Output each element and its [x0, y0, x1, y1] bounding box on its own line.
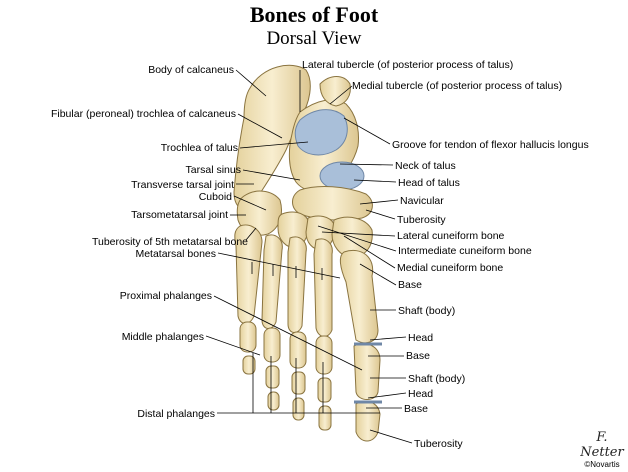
label-neck-of-talus: Neck of talus	[395, 160, 456, 172]
label-head-metatarsal: Head	[408, 332, 434, 344]
label-lateral-tubercle: Lateral tubercle (of posterior process o…	[302, 59, 514, 71]
label-base-distal: Base	[404, 403, 428, 415]
publisher-credit: ©Novartis	[584, 460, 620, 469]
label-metatarsal-bones: Metatarsal bones	[135, 248, 216, 260]
artist-signature: F. Netter	[580, 430, 624, 460]
leader-lines	[205, 69, 413, 444]
label-trochlea-of-talus: Trochlea of talus	[160, 142, 238, 154]
navicular-bone	[292, 186, 373, 221]
label-intermediate-cuneiform: Intermediate cuneiform bone	[398, 245, 532, 257]
label-tarsometatarsal-joint: Tarsometatarsal joint	[131, 209, 228, 221]
talus-bone	[288, 76, 365, 192]
label-tuberosity-5th-metatarsal: Tuberosity of 5th metatarsal bone	[91, 236, 248, 248]
label-tuberosity-distal: Tuberosity	[414, 438, 463, 450]
label-transverse-tarsal-joint: Transverse tarsal joint	[131, 179, 234, 191]
label-distal-phalanges: Distal phalanges	[137, 408, 215, 420]
label-middle-phalanges: Middle phalanges	[121, 331, 204, 343]
label-cuboid: Cuboid	[198, 191, 232, 203]
label-base-metatarsal: Base	[398, 279, 422, 291]
label-tarsal-sinus: Tarsal sinus	[185, 164, 241, 176]
credit-block: F. Netter ©Novartis	[580, 430, 624, 469]
label-head-of-talus: Head of talus	[398, 177, 460, 189]
label-navicular: Navicular	[400, 195, 444, 207]
label-groove-fhl: Groove for tendon of flexor hallucis lon…	[392, 139, 589, 151]
phalanges	[239, 321, 382, 442]
label-lateral-cuneiform: Lateral cuneiform bone	[397, 230, 505, 242]
label-medial-tubercle: Medial tubercle (of posterior process of…	[352, 80, 563, 92]
label-shaft-metatarsal: Shaft (body)	[398, 305, 456, 317]
label-base-proximal: Base	[406, 350, 430, 362]
figure-subtitle: Dorsal View	[266, 28, 362, 49]
label-body-of-calcaneus: Body of calcaneus	[148, 64, 234, 76]
metatarsal-bones	[234, 224, 379, 344]
label-shaft-proximal: Shaft (body)	[408, 373, 466, 385]
label-fibular-trochlea: Fibular (peroneal) trochlea of calcaneus	[50, 108, 236, 120]
figure-title: Bones of Foot	[249, 2, 379, 27]
label-head-proximal: Head	[408, 388, 434, 400]
label-tuberosity-navicular: Tuberosity	[397, 214, 446, 226]
label-medial-cuneiform: Medial cuneiform bone	[397, 262, 504, 274]
label-proximal-phalanges: Proximal phalanges	[119, 290, 212, 302]
